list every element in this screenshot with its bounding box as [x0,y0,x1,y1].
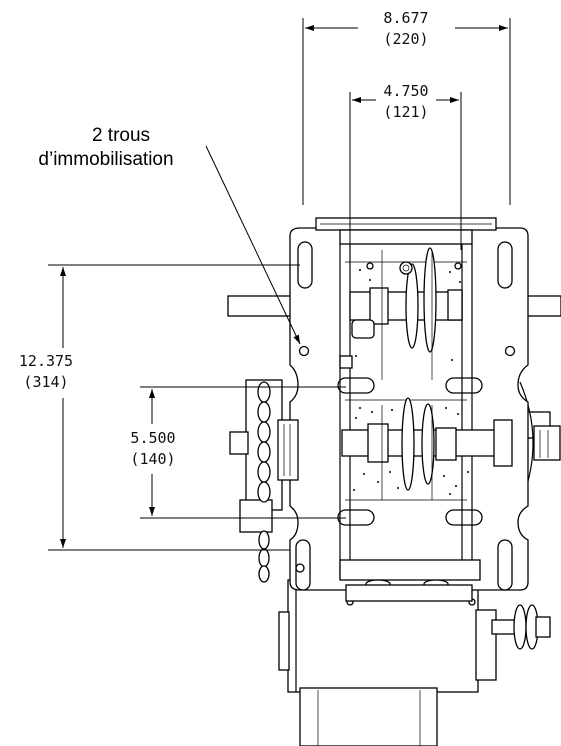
dimension-slot-spacing: 5.500 (140) [130,386,346,519]
top-bar [315,217,497,245]
inner-width-inches: 4.750 [383,82,428,100]
vertical-mounting-slots [295,241,513,591]
horizontal-slots [337,377,483,526]
dimension-inner-width: 4.750 (121) [349,82,462,250]
dimension-overall-height: 12.375 (314) [19,264,300,551]
overall-width-mm: (220) [383,30,428,48]
machine-drawing [227,217,561,746]
lower-shaft-assembly [341,397,513,500]
bottom-housing [278,579,551,746]
callout-line-1: 2 trous [92,125,150,146]
overall-height-mm: (314) [23,373,68,391]
plate-perforations [353,269,469,495]
hand-chain-assembly [229,379,299,583]
upper-shaft-assembly [349,247,463,380]
slot-spacing-mm: (140) [130,450,175,468]
overall-height-inches: 12.375 [19,352,73,370]
inner-width-mm: (121) [383,103,428,121]
callout-line-2: d’immobilisation [38,149,173,170]
immobilisation-holes [295,345,516,573]
top-bolts [339,262,462,369]
slot-spacing-inches: 5.500 [130,429,175,447]
dimension-overall-width: 8.677 (220) [302,9,511,205]
bottom-plate-details [339,559,481,606]
overall-width-inches: 8.677 [383,9,428,27]
callout-immobilisation-holes: 2 trous d’immobilisation [38,125,301,345]
